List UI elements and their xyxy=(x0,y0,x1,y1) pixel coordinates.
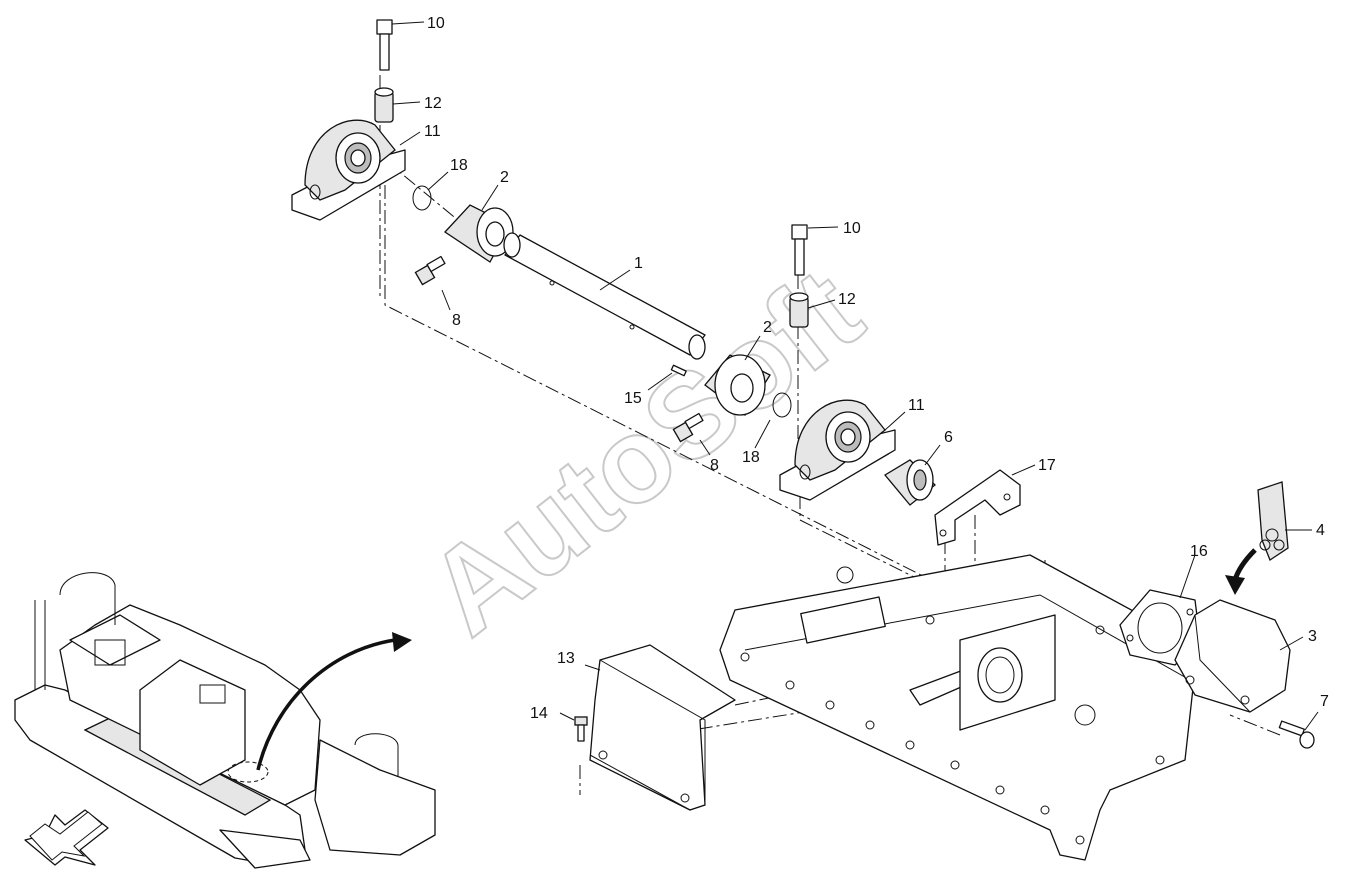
callout-4: 4 xyxy=(1316,522,1325,539)
callout-12-upper: 12 xyxy=(424,95,442,112)
detail-arrowhead xyxy=(392,632,412,652)
callout-1: 1 xyxy=(634,255,643,272)
callout-12-lower: 12 xyxy=(838,291,856,308)
screw-7 xyxy=(1278,720,1315,749)
pillow-block-11-upper xyxy=(291,119,406,221)
callout-10-lower: 10 xyxy=(843,220,861,237)
circlip-18-lower xyxy=(772,392,792,418)
callout-2-upper: 2 xyxy=(500,169,509,186)
callout-8-upper: 8 xyxy=(452,312,461,329)
callout-11-lower: 11 xyxy=(908,397,925,414)
bolt-10-lower xyxy=(791,224,808,276)
bracket-17 xyxy=(934,469,1021,546)
install-arrowhead-4 xyxy=(1225,575,1245,595)
callout-11-upper: 11 xyxy=(424,123,441,140)
callout-7: 7 xyxy=(1320,693,1329,710)
callout-14: 14 xyxy=(530,705,548,722)
spacer-12-lower xyxy=(789,292,809,328)
callout-2-lower: 2 xyxy=(763,319,772,336)
callout-6: 6 xyxy=(944,429,953,446)
callout-16: 16 xyxy=(1190,543,1208,560)
callouts: 10 12 11 18 2 8 1 10 12 2 15 11 6 8 18 1… xyxy=(424,15,1329,722)
motor-3 xyxy=(1174,599,1291,713)
pillow-block-11-lower xyxy=(779,399,896,501)
direction-arrow-fill xyxy=(29,811,103,861)
eccentric-2-upper xyxy=(444,204,514,263)
coupling-6 xyxy=(884,459,936,506)
key-15 xyxy=(670,364,687,377)
callout-8-lower: 8 xyxy=(710,457,719,474)
callout-17: 17 xyxy=(1038,457,1056,474)
eccentric-2-lower xyxy=(704,354,771,416)
coupling-insert-4 xyxy=(1257,481,1289,561)
machine-overview xyxy=(14,572,436,869)
circlip-18-upper xyxy=(412,185,432,211)
callout-18-lower: 18 xyxy=(742,449,760,466)
callout-13: 13 xyxy=(557,650,575,667)
guard-plate-13 xyxy=(589,644,736,811)
callout-18-upper: 18 xyxy=(450,157,468,174)
bolt-10-upper xyxy=(376,19,393,71)
bolt-14 xyxy=(574,716,588,742)
leader-lines xyxy=(391,21,1319,731)
callout-15: 15 xyxy=(624,390,642,407)
spacer-12-upper xyxy=(374,87,394,123)
base-plate xyxy=(719,554,1206,861)
install-arrow-4 xyxy=(1232,548,1257,581)
shaft-1 xyxy=(503,232,706,360)
bolt-8-upper xyxy=(414,255,446,286)
callout-10-upper: 10 xyxy=(427,15,445,32)
callout-3: 3 xyxy=(1308,628,1317,645)
detail-curved-arrow xyxy=(256,638,396,771)
bolt-8-lower xyxy=(672,412,704,443)
